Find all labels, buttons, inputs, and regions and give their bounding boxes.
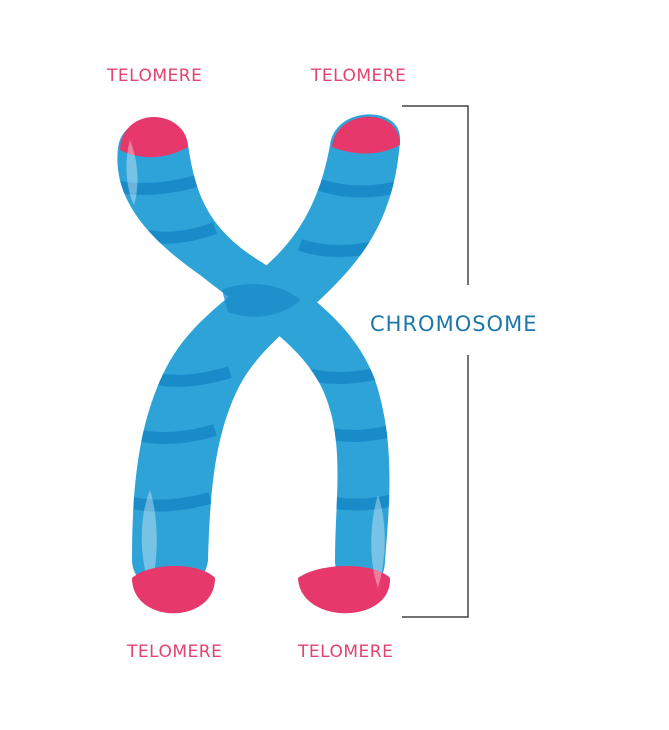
chromatid-b-upper-highlight xyxy=(126,140,138,205)
bracket-upper xyxy=(402,105,469,285)
telomere-label-top-right: TELOMERE xyxy=(311,66,407,86)
chromatid-b xyxy=(126,114,401,614)
chromatid-b-telomere-bottom xyxy=(132,566,215,614)
chromatid-a-telomere-top xyxy=(120,117,188,158)
chromatid-a-telomere-bottom xyxy=(298,566,391,614)
chromatid-b-telomere-top xyxy=(332,116,400,154)
telomere-label-bottom-left: TELOMERE xyxy=(127,642,223,662)
chromosome-bracket xyxy=(402,105,469,618)
chromosome-label: CHROMOSOME xyxy=(370,312,538,336)
chromatid-b-body xyxy=(132,114,401,591)
telomere-label-bottom-right: TELOMERE xyxy=(298,642,394,662)
bracket-lower xyxy=(402,355,469,618)
telomere-label-top-left: TELOMERE xyxy=(107,66,203,86)
crossover-band xyxy=(222,284,300,317)
chromatid-a-lower-highlight xyxy=(371,495,385,588)
chromatid-b-highlight xyxy=(141,490,157,588)
